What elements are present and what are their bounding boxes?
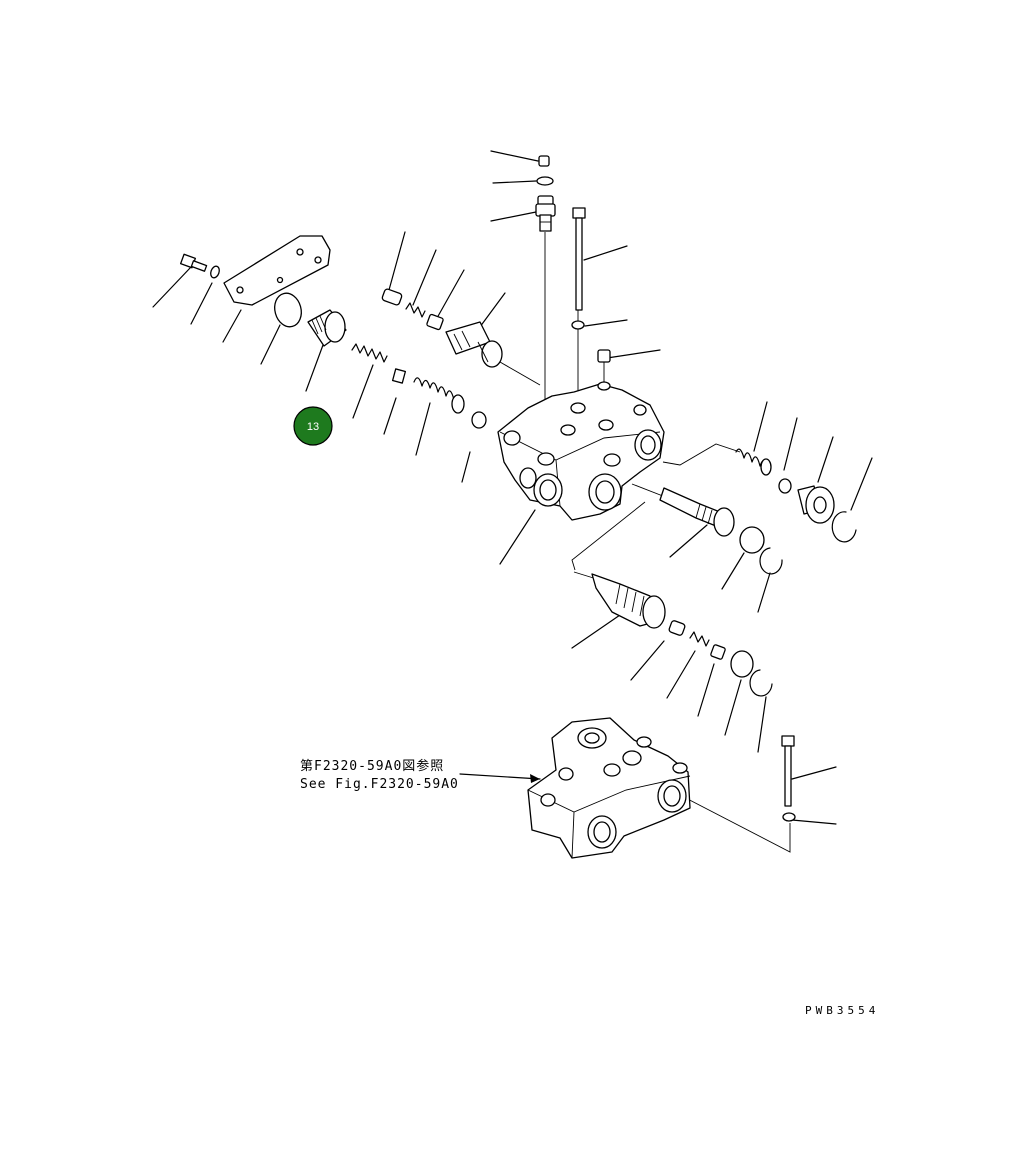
washer-top xyxy=(571,320,585,330)
reference-note: 第F2320-59A0図参照 See Fig.F2320-59A0 xyxy=(300,758,541,792)
valve-body-reference xyxy=(527,717,691,859)
piston-right xyxy=(797,485,835,524)
plug-upper xyxy=(381,288,403,306)
snap-ring-lower xyxy=(749,669,773,697)
plug-top xyxy=(538,155,550,167)
valve-body-main xyxy=(497,381,665,521)
cover-bolt xyxy=(180,253,208,272)
spool-upper xyxy=(445,321,503,368)
cap-right-middle xyxy=(739,526,765,554)
spring-upper-small xyxy=(405,302,426,318)
snap-ring-right-upper xyxy=(831,511,857,543)
reference-note-en: See Fig.F2320-59A0 xyxy=(300,777,459,792)
long-bolt xyxy=(572,207,586,311)
spring-large-left xyxy=(413,377,465,414)
callout-number: 13 xyxy=(307,421,319,433)
plug-lower xyxy=(668,620,686,636)
reference-arrow-line xyxy=(459,773,541,780)
reference-arrow-head xyxy=(530,774,540,783)
spool-right-middle xyxy=(659,487,735,537)
bolt-bottom-right xyxy=(781,735,795,807)
washer-bottom-right xyxy=(782,812,796,822)
relief-valve xyxy=(535,195,556,232)
drawing-code: PWB3554 xyxy=(805,1004,879,1017)
spring-right-upper xyxy=(735,448,772,476)
snap-ring-right-middle xyxy=(759,547,783,575)
o-ring-cover xyxy=(274,292,302,328)
plug-small xyxy=(597,349,611,363)
pin-right-upper xyxy=(778,478,792,494)
cap-lower xyxy=(730,650,754,678)
cover-plate xyxy=(223,235,331,306)
seat-lower xyxy=(710,644,726,660)
spring-lower-small xyxy=(689,631,710,647)
threaded-sleeve xyxy=(307,309,347,347)
pin-left xyxy=(391,368,407,384)
reference-note-jp: 第F2320-59A0図参照 xyxy=(300,758,444,774)
leader-lines xyxy=(152,150,873,825)
o-ring-top xyxy=(536,176,554,186)
spool-lower xyxy=(591,573,666,629)
washer-left xyxy=(210,265,220,279)
assembly-axis-lines xyxy=(499,232,791,853)
retainer-left xyxy=(471,411,487,429)
spring-small-left xyxy=(351,343,388,363)
seat-upper xyxy=(426,313,444,331)
callout-badge[interactable]: 13 xyxy=(293,406,333,446)
